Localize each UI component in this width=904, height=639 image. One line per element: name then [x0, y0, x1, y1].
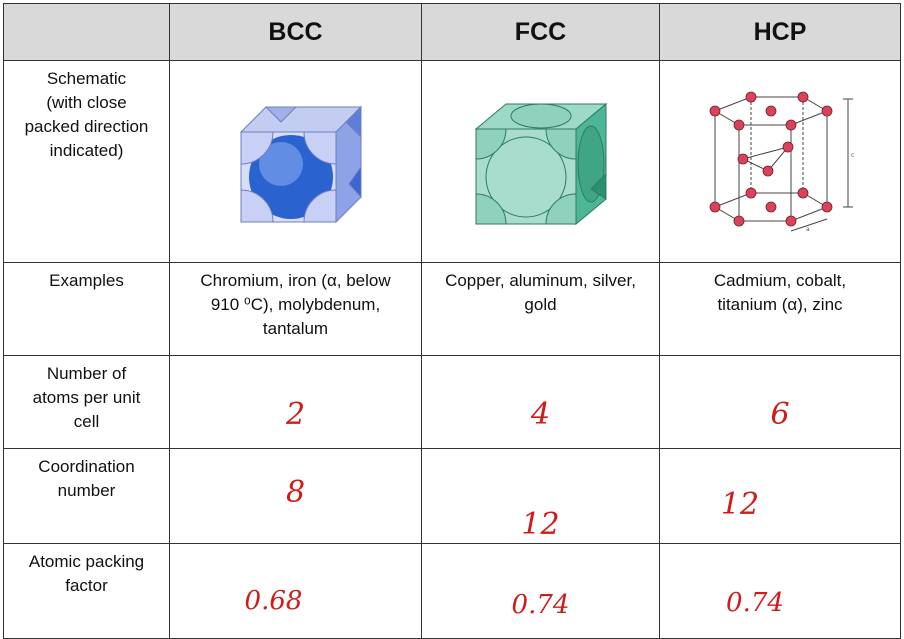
handwritten-value: 0.74 — [511, 590, 570, 620]
label-line: (with close — [46, 93, 127, 112]
hcp-atoms: 6 — [659, 355, 901, 449]
hcp-dim-c: c — [851, 152, 854, 159]
bcc-schematic — [169, 60, 422, 263]
atoms-label: Number of atoms per unit cell — [3, 355, 170, 449]
label-line: number — [57, 481, 116, 500]
example-line: gold — [524, 295, 557, 314]
examples-row: Examples Chromium, iron (α, below 910 ⁰C… — [3, 262, 901, 356]
example-line: Cadmium, cobalt, — [713, 271, 847, 290]
coordination-label: Coordination number — [3, 448, 170, 544]
bcc-apf: 0.68 — [169, 543, 422, 639]
hcp-schematic: c a — [659, 60, 901, 263]
hcp-unit-cell-image: c a — [709, 91, 854, 233]
fcc-schematic — [421, 60, 660, 263]
schematic-row: Schematic (with close packed direction i… — [3, 60, 901, 263]
fcc-coordination: 12 — [421, 448, 660, 544]
examples-label: Examples — [3, 262, 170, 356]
bcc-coordination: 8 — [169, 448, 422, 544]
handwritten-value: 4 — [530, 396, 551, 432]
bcc-atoms: 2 — [169, 355, 422, 449]
header-hcp: HCP — [659, 3, 901, 61]
label-line: indicated) — [49, 141, 124, 160]
atoms-row: Number of atoms per unit cell 2 4 6 — [3, 355, 901, 449]
apf-label: Atomic packing factor — [3, 543, 170, 639]
fcc-apf: 0.74 — [421, 543, 660, 639]
bcc-cube-image — [239, 105, 362, 223]
header-row: BCC FCC HCP — [3, 3, 901, 61]
coordination-row: Coordination number 8 12 12 — [3, 448, 901, 544]
header-bcc: BCC — [169, 3, 422, 61]
hcp-coordination: 12 — [659, 448, 901, 544]
handwritten-value: 8 — [285, 474, 306, 510]
example-line: titanium (α), zinc — [717, 295, 843, 314]
label-line: factor — [65, 576, 108, 595]
fcc-atoms: 4 — [421, 355, 660, 449]
label-line: Atomic packing — [28, 552, 145, 571]
label-line: Schematic — [46, 69, 127, 88]
label-line: Coordination — [38, 457, 135, 476]
handwritten-value: 6 — [770, 396, 790, 432]
example-line: Copper, aluminum, silver, — [445, 271, 636, 290]
handwritten-value: 0.68 — [244, 586, 303, 616]
label-line: cell — [73, 412, 100, 431]
header-empty — [3, 3, 170, 61]
apf-row: Atomic packing factor 0.68 0.74 0.74 — [3, 543, 901, 639]
fcc-examples: Copper, aluminum, silver, gold — [421, 262, 660, 356]
label-line: Number of — [46, 364, 127, 383]
crystal-structure-table: BCC FCC HCP Schematic (with close packed… — [3, 3, 901, 639]
handwritten-value: 12 — [720, 486, 760, 522]
example-line: Chromium, iron (α, below — [200, 271, 391, 290]
hcp-apf: 0.74 — [659, 543, 901, 639]
schematic-label: Schematic (with close packed direction i… — [3, 60, 170, 263]
handwritten-value: 12 — [521, 506, 560, 542]
hcp-dim-a: a — [806, 226, 810, 233]
handwritten-value: 0.74 — [726, 588, 784, 618]
example-line: tantalum — [262, 319, 329, 338]
hcp-examples: Cadmium, cobalt, titanium (α), zinc — [659, 262, 901, 356]
label-line: atoms per unit — [32, 388, 141, 407]
header-fcc: FCC — [421, 3, 660, 61]
fcc-cube-image — [474, 102, 607, 226]
bcc-examples: Chromium, iron (α, below 910 ⁰C), molybd… — [169, 262, 422, 356]
handwritten-value: 2 — [285, 396, 306, 432]
label-line: packed direction — [24, 117, 149, 136]
example-line: 910 ⁰C), molybdenum, — [210, 295, 381, 314]
